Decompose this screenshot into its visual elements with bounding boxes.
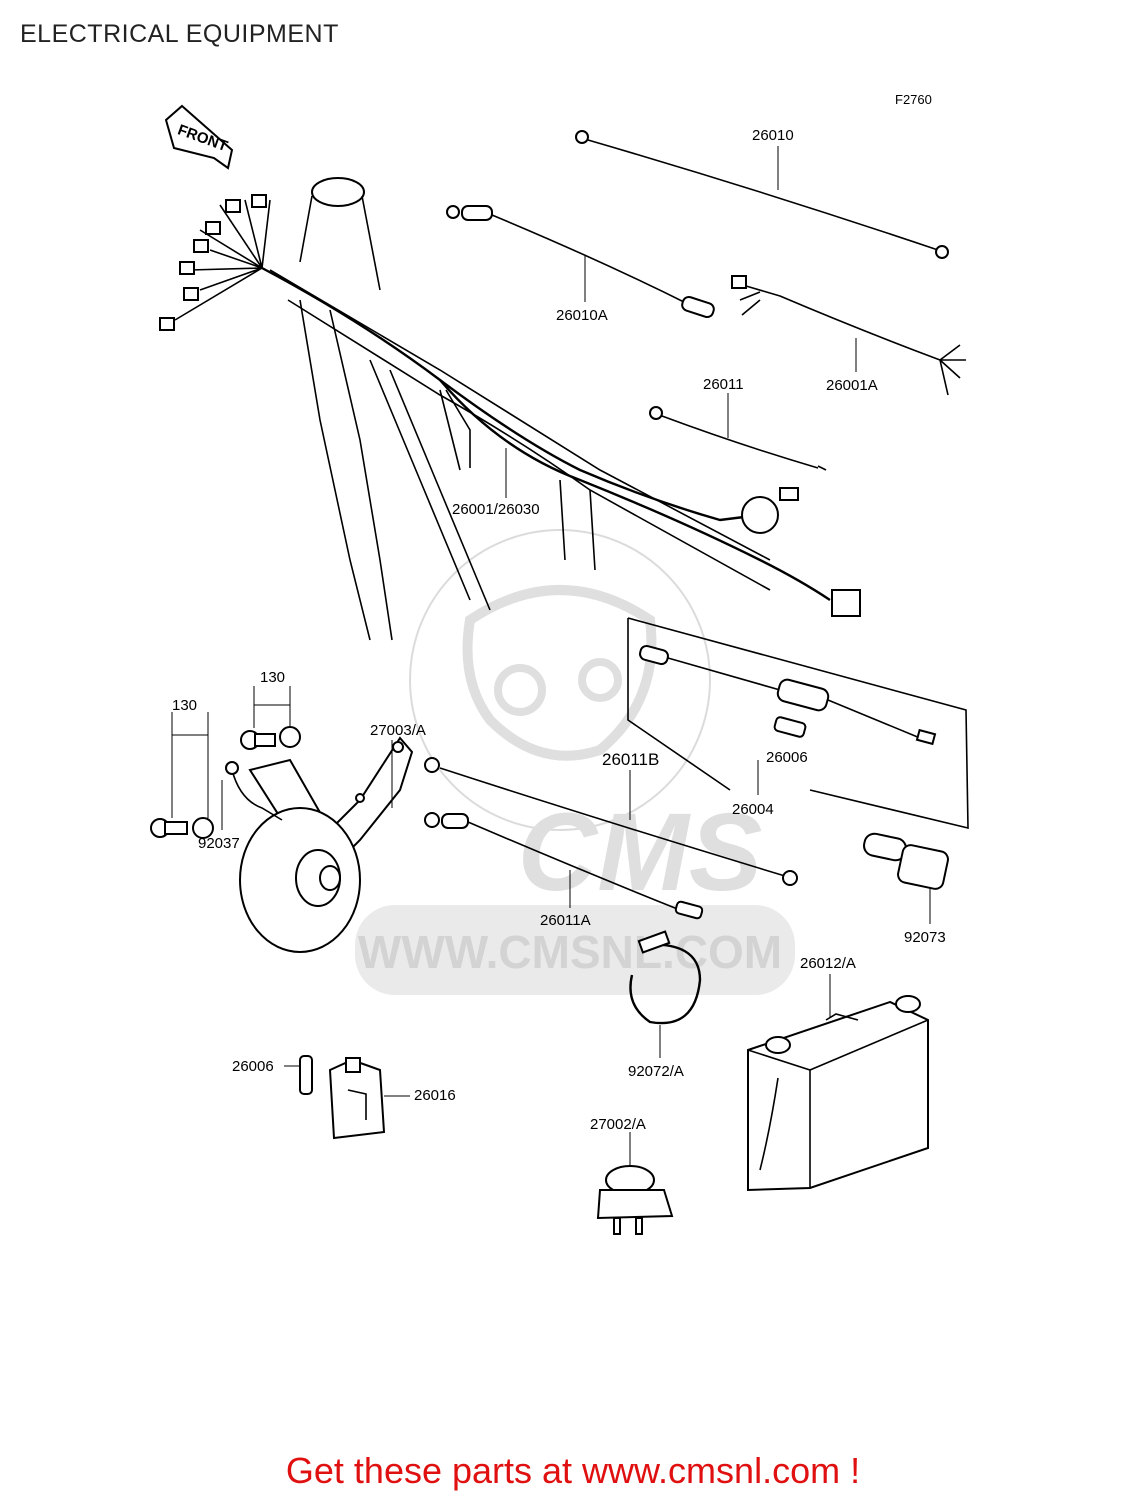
page-title: ELECTRICAL EQUIPMENT [20, 20, 339, 48]
label-130-left: 130 [172, 697, 197, 714]
label-92073: 92073 [904, 929, 946, 946]
label-26011: 26011 [703, 376, 744, 393]
label-26011B: 26011B [602, 750, 659, 769]
battery-26012 [747, 995, 929, 1192]
figure-code: F2760 [895, 92, 932, 107]
fuse-kit-26004 [627, 617, 969, 830]
cable-26010A [446, 205, 715, 319]
label-26006-b: 26006 [232, 1058, 274, 1075]
label-26006-a: 26006 [766, 749, 808, 766]
watermark-url: WWW.CMSNL.COM [358, 926, 782, 978]
main-harness-26001 [159, 194, 861, 617]
watermark-brand: CMS [518, 791, 762, 914]
footer-link[interactable]: Get these parts at www.cmsnl.com ! [285, 1450, 861, 1491]
switch-27002 [596, 1165, 674, 1235]
label-26001-26030: 26001/26030 [452, 501, 540, 518]
label-26001A: 26001A [826, 377, 878, 394]
frame-outline [269, 177, 771, 641]
label-26011A: 26011A [540, 912, 591, 929]
label-27003-A: 27003/A [370, 722, 426, 739]
fuse-holder-26016 [328, 1057, 386, 1140]
horn-27003 [225, 736, 414, 953]
fuse-26006 [299, 1055, 313, 1095]
terminal-cap-92073 [863, 832, 949, 890]
front-arrow-icon: FRONT [164, 104, 234, 170]
label-26010A: 26010A [556, 307, 608, 324]
bolt-130-right [240, 726, 301, 750]
label-26004: 26004 [732, 801, 774, 818]
label-26010: 26010 [752, 127, 794, 144]
cable-26011 [649, 406, 827, 471]
label-92072-A: 92072/A [628, 1063, 684, 1080]
bolt-130-left [150, 817, 214, 839]
cable-26011B [424, 757, 798, 886]
label-26016: 26016 [414, 1087, 456, 1104]
label-27002-A: 27002/A [590, 1116, 646, 1133]
watermark: CMS WWW.CMSNL.COM [355, 529, 795, 995]
label-92037: 92037 [198, 835, 240, 852]
battery-band-92072 [629, 930, 702, 1025]
sub-harness-26001A [731, 275, 966, 396]
cable-26010 [575, 130, 949, 259]
cable-26011A [424, 812, 704, 920]
label-26012-A: 26012/A [800, 955, 856, 972]
label-130-right: 130 [260, 669, 285, 686]
